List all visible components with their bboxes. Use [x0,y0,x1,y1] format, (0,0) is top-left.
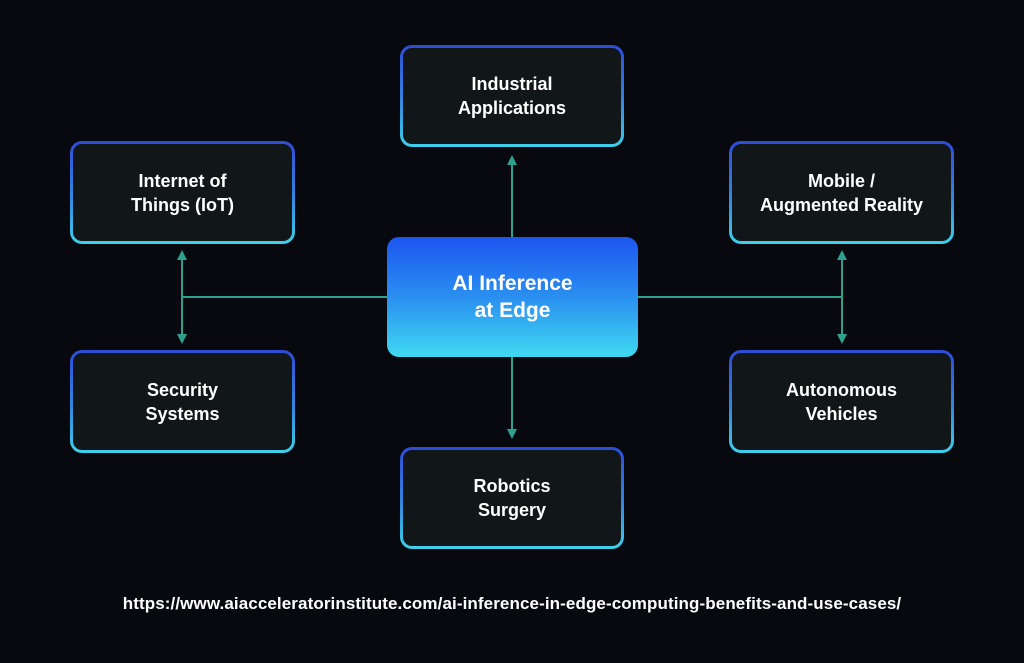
node-mobile-augmented-reality: Mobile / Augmented Reality [729,141,954,244]
node-industrial-applications: Industrial Applications [400,45,624,147]
center-label: AI Inference at Edge [452,272,573,322]
node-autonomous-vehicles: Autonomous Vehicles [729,350,954,453]
node-label: Robotics Surgery [473,476,551,520]
node-label: Internet of Things (IoT) [131,170,234,215]
node-robotics-surgery: Robotics Surgery [400,447,624,549]
node-label: Mobile / Augmented Reality [759,170,924,215]
node-label: Security Systems [145,379,220,424]
source-url: https://www.aiacceleratorinstitute.com/a… [122,594,902,613]
node-security-systems: Security Systems [70,350,295,453]
node-label: Autonomous Vehicles [786,379,897,424]
node-label: Industrial Applications [457,74,566,118]
node-ai-inference-at-edge: AI Inference at Edge [387,237,638,357]
node-internet-of-things: Internet of Things (IoT) [70,141,295,244]
